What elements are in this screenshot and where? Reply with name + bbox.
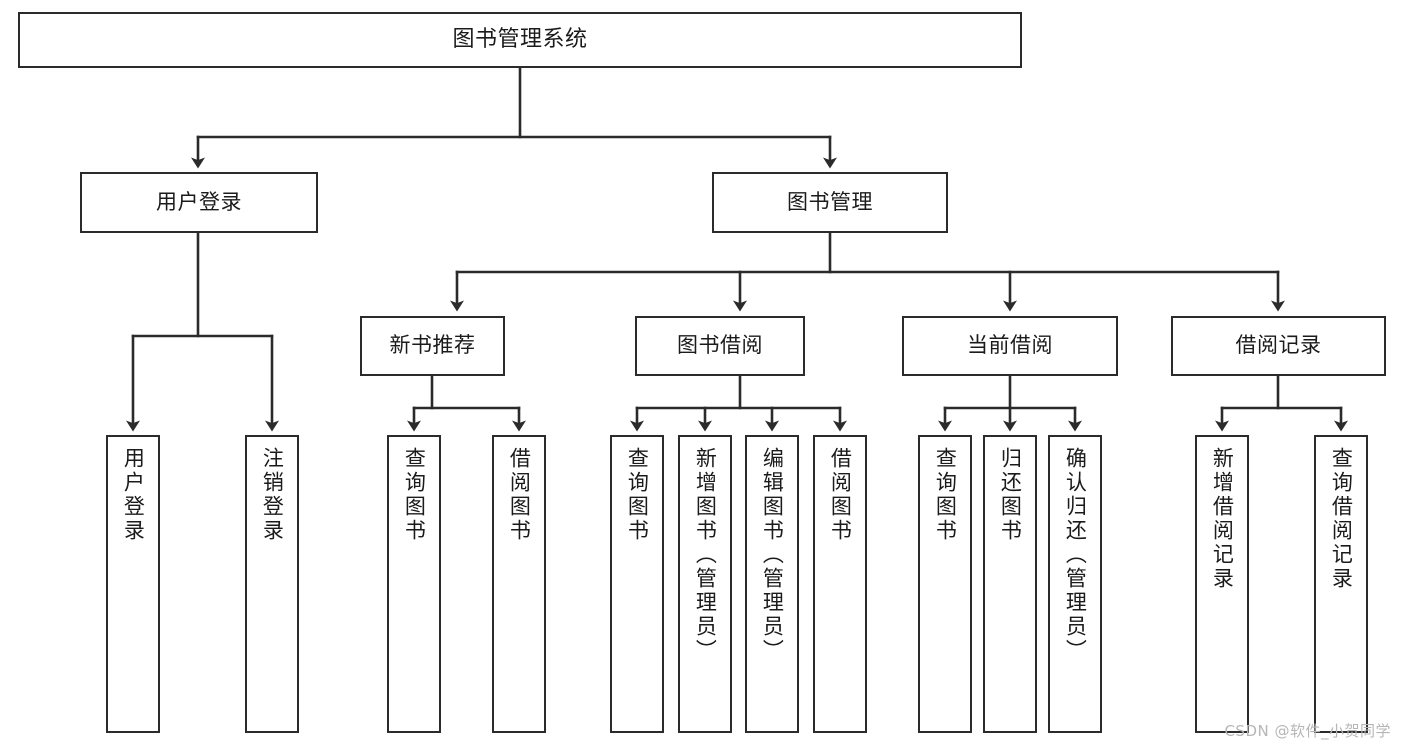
node-label: 新增借阅记录: [1210, 447, 1235, 591]
node-label: 借阅记录: [1235, 333, 1322, 358]
node-current-borrow[interactable]: 当前借阅: [902, 316, 1118, 376]
node-book-borrow[interactable]: 图书借阅: [635, 316, 805, 376]
node-root-system[interactable]: 图书管理系统: [18, 12, 1022, 68]
node-leaf-logout-login[interactable]: 注销登录: [245, 435, 299, 733]
node-label: 查询图书: [933, 447, 958, 543]
node-book-manage[interactable]: 图书管理: [712, 172, 948, 233]
node-label: 查询图书: [625, 447, 650, 543]
node-label: 归还图书: [998, 447, 1023, 543]
node-label: 用户登录: [156, 189, 242, 214]
node-leaf-confirm-return[interactable]: 确认归还（管理员）: [1048, 435, 1102, 733]
node-label: 确认归还（管理员）: [1063, 447, 1088, 663]
node-user-login[interactable]: 用户登录: [80, 172, 318, 233]
node-label: 查询图书: [402, 447, 427, 543]
csdn-watermark: CSDN @软件_小贺同学: [1224, 722, 1391, 740]
node-label: 新书推荐: [389, 333, 476, 358]
node-leaf-add-record[interactable]: 新增借阅记录: [1195, 435, 1249, 733]
node-label: 图书借阅: [677, 333, 763, 358]
node-label: 当前借阅: [967, 333, 1053, 358]
node-leaf-borrow-book-2[interactable]: 借阅图书: [813, 435, 867, 733]
node-label: 编辑图书（管理员）: [760, 447, 785, 663]
node-borrow-record[interactable]: 借阅记录: [1171, 316, 1386, 376]
node-leaf-user-login[interactable]: 用户登录: [106, 435, 160, 733]
node-label: 借阅图书: [507, 447, 532, 543]
node-leaf-borrow-book-1[interactable]: 借阅图书: [492, 435, 546, 733]
node-label: 图书管理系统: [452, 26, 588, 52]
node-leaf-return-book[interactable]: 归还图书: [983, 435, 1037, 733]
node-label: 注销登录: [260, 447, 285, 543]
node-label: 借阅图书: [828, 447, 853, 543]
node-leaf-edit-book[interactable]: 编辑图书（管理员）: [745, 435, 799, 733]
node-label: 新增图书（管理员）: [693, 447, 718, 663]
node-leaf-add-book[interactable]: 新增图书（管理员）: [678, 435, 732, 733]
node-label: 图书管理: [787, 189, 873, 214]
node-leaf-query-record[interactable]: 查询借阅记录: [1314, 435, 1368, 733]
node-new-book-rec[interactable]: 新书推荐: [360, 316, 505, 376]
node-leaf-query-book-2[interactable]: 查询图书: [610, 435, 664, 733]
node-label: 查询借阅记录: [1329, 447, 1354, 591]
node-leaf-query-book-1[interactable]: 查询图书: [387, 435, 441, 733]
node-label: 用户登录: [121, 447, 146, 543]
node-leaf-query-book-3[interactable]: 查询图书: [918, 435, 972, 733]
